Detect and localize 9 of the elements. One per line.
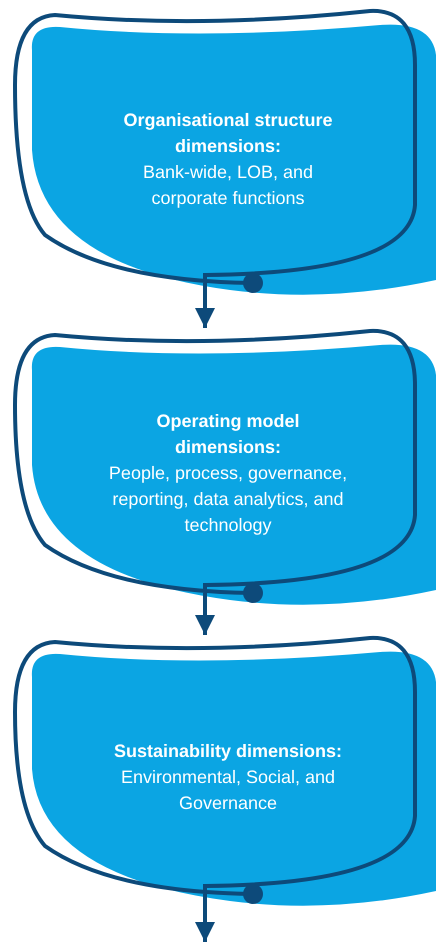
- arrow: [195, 605, 215, 635]
- step-heading: Organisational structure dimensions:: [122, 108, 334, 158]
- step-description: Environmental, Social, and Governance: [120, 766, 336, 816]
- step-description: People, process, governance, reporting, data analytics, and technology: [108, 462, 348, 538]
- arrow: [195, 906, 215, 942]
- step-heading: Operating model dimensions:: [155, 410, 300, 460]
- step-heading: Sustainability dimensions:: [112, 740, 344, 764]
- arrow: [195, 295, 215, 328]
- step-description: Bank-wide, LOB, and corporate functions: [142, 160, 314, 210]
